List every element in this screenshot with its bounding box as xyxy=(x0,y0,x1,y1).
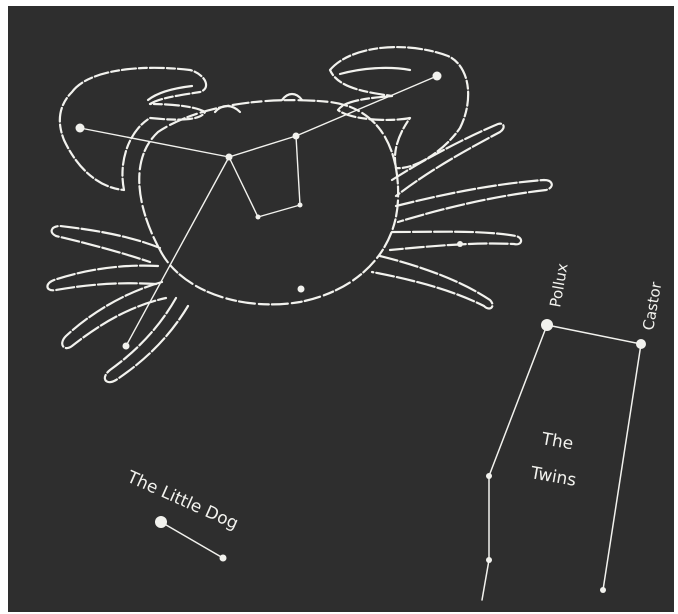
star xyxy=(76,124,85,133)
castor-star xyxy=(636,339,646,349)
star xyxy=(433,72,442,81)
sky-background xyxy=(8,6,674,612)
star xyxy=(298,286,305,293)
star xyxy=(600,587,606,593)
star xyxy=(486,473,492,479)
star xyxy=(226,154,233,161)
star xyxy=(256,215,261,220)
procyon-star xyxy=(155,516,167,528)
star xyxy=(220,555,227,562)
star xyxy=(298,203,303,208)
star xyxy=(123,343,130,350)
star xyxy=(293,133,300,140)
star xyxy=(486,557,492,563)
star xyxy=(457,241,463,247)
pollux-star xyxy=(541,319,553,331)
